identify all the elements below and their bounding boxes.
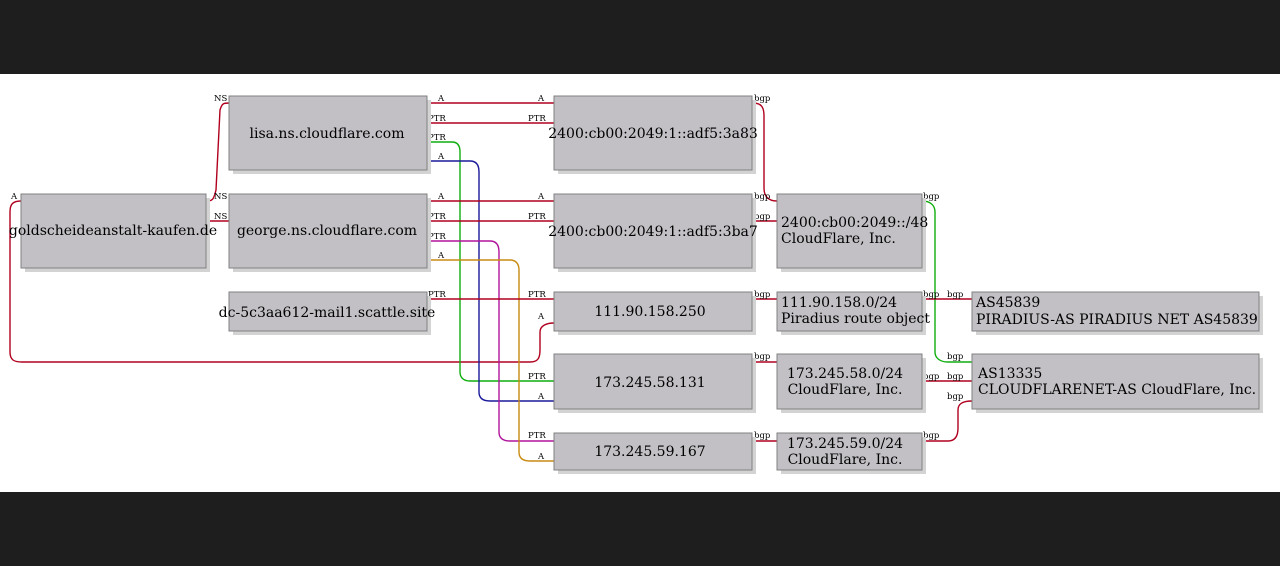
node-as13335-line2: CLOUDFLARENET-AS CloudFlare, Inc. [978, 382, 1256, 398]
label-ptr-mx-in: PTR [428, 290, 446, 300]
node-prefix-173-59-line2: CloudFlare, Inc. [788, 452, 903, 468]
label-a-3ba7-in: A [537, 192, 545, 202]
label-a-59-in: A [537, 452, 545, 462]
node-ns-lisa-label: lisa.ns.cloudflare.com [250, 126, 405, 142]
node-ns-lisa[interactable]: lisa.ns.cloudflare.com [228, 95, 431, 174]
node-ip-173-58[interactable]: 173.245.58.131 [553, 353, 756, 413]
label-a-111-in: A [537, 312, 545, 322]
node-mx[interactable]: dc-5c3aa612-mail1.scattle.site [219, 291, 436, 335]
node-as45839[interactable]: AS45839 PIRADIUS-AS PIRADIUS NET AS45839 [971, 291, 1263, 335]
label-a-58-in: A [537, 392, 545, 402]
node-ip6-3a83-label: 2400:cb00:2049:1::adf5:3a83 [548, 126, 758, 142]
node-ip6-3a83[interactable]: 2400:cb00:2049:1::adf5:3a83 [548, 95, 758, 174]
label-bgp-3a83: bgp [754, 94, 771, 104]
node-ip6-3ba7-label: 2400:cb00:2049:1::adf5:3ba7 [548, 224, 758, 240]
label-bgp-v6-in: bgp [754, 192, 771, 202]
label-a-lisa-out: A [437, 94, 445, 104]
label-bgp-111: bgp [754, 290, 771, 300]
node-prefix-173-58-line2: CloudFlare, Inc. [788, 382, 903, 398]
label-ns-domain-1: NS [214, 192, 227, 202]
node-as45839-line1: AS45839 [975, 295, 1040, 311]
node-ns-george[interactable]: george.ns.cloudflare.com [228, 193, 431, 272]
label-ptr-58-out: PTR [528, 372, 546, 382]
label-ns-lisa: NS [214, 94, 227, 104]
node-prefix-173-58[interactable]: 173.245.58.0/24 CloudFlare, Inc. [776, 353, 926, 413]
node-prefix-v6-line1: 2400:cb00:2049::/48 [781, 215, 928, 231]
label-ptr-george-magenta: PTR [428, 232, 446, 242]
label-a-domain: A [10, 192, 18, 202]
node-prefix-173-58-line1: 173.245.58.0/24 [787, 366, 903, 382]
label-bgp-59: bgp [754, 431, 771, 441]
edge-domain-a-111 [9, 200, 555, 363]
label-bgp-pfx58-out: bgp [923, 372, 940, 382]
node-as13335-line1: AS13335 [977, 366, 1042, 382]
node-ip-111-label: 111.90.158.250 [594, 304, 705, 320]
node-domain-label: goldscheideanstalt-kaufen.de [9, 223, 217, 239]
label-bgp-pfx59-out: bgp [923, 431, 940, 441]
label-bgp-58: bgp [754, 352, 771, 362]
edge-domain-ns-lisa [206, 102, 230, 202]
label-bgp-as13335-in-1: bgp [947, 352, 964, 362]
label-ptr-george-in: PTR [428, 212, 446, 222]
node-ip-173-58-label: 173.245.58.131 [594, 375, 705, 391]
nodes: goldscheideanstalt-kaufen.de lisa.ns.clo… [9, 95, 1263, 474]
node-prefix-v6-line2: CloudFlare, Inc. [781, 231, 896, 247]
node-ip-173-59[interactable]: 173.245.59.167 [553, 432, 756, 474]
edge-george-a-59 [428, 259, 554, 462]
edge-labels: NS NS NS A A A PTR PTR PTR A A A PTR PTR… [10, 94, 964, 462]
label-bgp-as45839-in: bgp [947, 290, 964, 300]
node-as45839-line2: PIRADIUS-AS PIRADIUS NET AS45839 [976, 312, 1258, 328]
node-prefix-111-line1: 111.90.158.0/24 [781, 295, 897, 311]
top-frame-band [0, 0, 1280, 74]
label-bgp-3ba7: bgp [754, 212, 771, 222]
network-graph: NS NS NS A A A PTR PTR PTR A A A PTR PTR… [9, 94, 1263, 474]
node-ip-173-59-label: 173.245.59.167 [594, 444, 705, 460]
node-ns-george-label: george.ns.cloudflare.com [237, 223, 417, 239]
label-ns-george: NS [214, 212, 227, 222]
label-ptr-111-out: PTR [528, 290, 546, 300]
node-prefix-111-line2: Piradius route object [781, 311, 930, 327]
node-prefix-111[interactable]: 111.90.158.0/24 Piradius route object [776, 291, 930, 335]
node-prefix-v6[interactable]: 2400:cb00:2049::/48 CloudFlare, Inc. [776, 193, 928, 272]
graph-canvas: NS NS NS A A A PTR PTR PTR A A A PTR PTR… [0, 74, 1280, 492]
label-ptr-lisa-in: PTR [428, 114, 446, 124]
edge-3a83-bgp-v6 [752, 102, 778, 202]
label-ptr-3a83-out: PTR [528, 114, 546, 124]
edge-v6-bgp-as13335 [921, 200, 972, 363]
label-bgp-as13335-in-2: bgp [947, 372, 964, 382]
node-mx-label: dc-5c3aa612-mail1.scattle.site [219, 305, 436, 321]
node-ip-111[interactable]: 111.90.158.250 [553, 291, 756, 335]
label-ptr-3ba7-out: PTR [528, 212, 546, 222]
edge-59-bgp-as13335 [922, 400, 973, 442]
node-domain[interactable]: goldscheideanstalt-kaufen.de [9, 193, 217, 272]
edge-george-ptr-59 [428, 240, 554, 442]
label-bgp-pfx111-out: bgp [923, 290, 940, 300]
label-bgp-v6-out: bgp [923, 192, 940, 202]
label-a-george-out: A [437, 192, 445, 202]
label-a-lisa-blue: A [437, 152, 445, 162]
node-as13335[interactable]: AS13335 CLOUDFLARENET-AS CloudFlare, Inc… [971, 353, 1263, 413]
edge-lisa-ptr-58 [428, 141, 554, 382]
edge-lisa-a-58 [428, 160, 554, 402]
label-ptr-lisa-green: PTR [428, 133, 446, 143]
label-a-george-orange: A [437, 251, 445, 261]
node-prefix-173-59-line1: 173.245.59.0/24 [787, 436, 903, 452]
edges [9, 102, 973, 462]
label-bgp-as13335-in-3: bgp [947, 392, 964, 402]
bottom-frame-band [0, 492, 1280, 566]
label-a-3a83-in: A [537, 94, 545, 104]
label-ptr-59-out: PTR [528, 431, 546, 441]
node-ip6-3ba7[interactable]: 2400:cb00:2049:1::adf5:3ba7 [548, 193, 758, 272]
node-prefix-173-59[interactable]: 173.245.59.0/24 CloudFlare, Inc. [776, 432, 926, 474]
